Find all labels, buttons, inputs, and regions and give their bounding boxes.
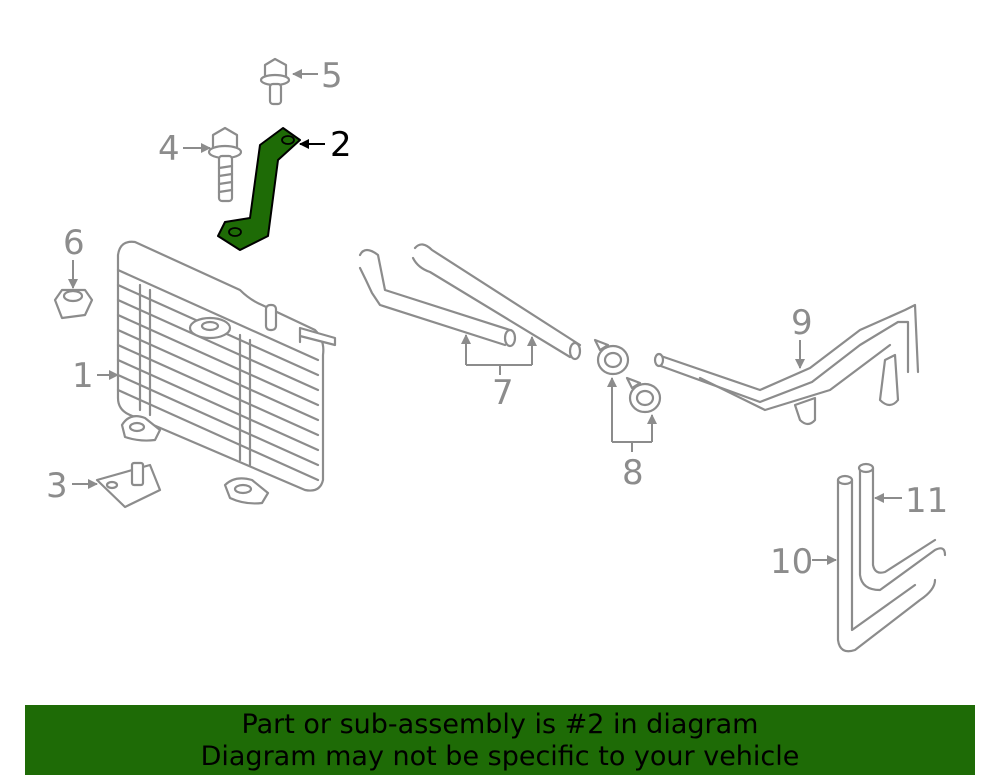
callout-6: 6 bbox=[63, 223, 85, 263]
callout-9: 9 bbox=[791, 303, 813, 343]
banner-line-2: Diagram may not be specific to your vehi… bbox=[200, 741, 800, 772]
callout-3: 3 bbox=[46, 466, 68, 506]
callout-7: 7 bbox=[492, 373, 514, 413]
leader-lines bbox=[68, 69, 902, 565]
callout-11: 11 bbox=[905, 481, 948, 521]
part-11-pipe bbox=[857, 462, 947, 592]
part-7-hoses bbox=[358, 243, 582, 361]
part-2-bracket bbox=[217, 127, 301, 251]
part-9-tube bbox=[653, 303, 920, 426]
callout-4: 4 bbox=[158, 129, 180, 169]
banner-line-1: Part or sub-assembly is #2 in diagram bbox=[241, 709, 759, 740]
callout-5: 5 bbox=[321, 56, 343, 96]
part-3-stud-bracket bbox=[95, 461, 162, 509]
parts-diagram: 1 2 3 4 5 6 7 8 9 10 11 bbox=[46, 56, 948, 653]
callout-labels: 1 2 3 4 5 6 7 8 9 10 11 bbox=[46, 56, 948, 582]
part-5-bolt bbox=[259, 57, 291, 106]
part-4-bolt bbox=[207, 126, 243, 203]
part-1-oil-cooler bbox=[116, 240, 337, 505]
callout-8: 8 bbox=[622, 453, 644, 493]
callout-2: 2 bbox=[330, 125, 352, 165]
callout-10: 10 bbox=[770, 542, 813, 582]
part-10-pipe bbox=[836, 474, 937, 653]
part-6-nut bbox=[53, 288, 94, 320]
part-8-clamps bbox=[593, 338, 662, 414]
callout-1: 1 bbox=[72, 356, 94, 396]
notice-banner: Part or sub-assembly is #2 in diagram Di… bbox=[25, 705, 975, 775]
